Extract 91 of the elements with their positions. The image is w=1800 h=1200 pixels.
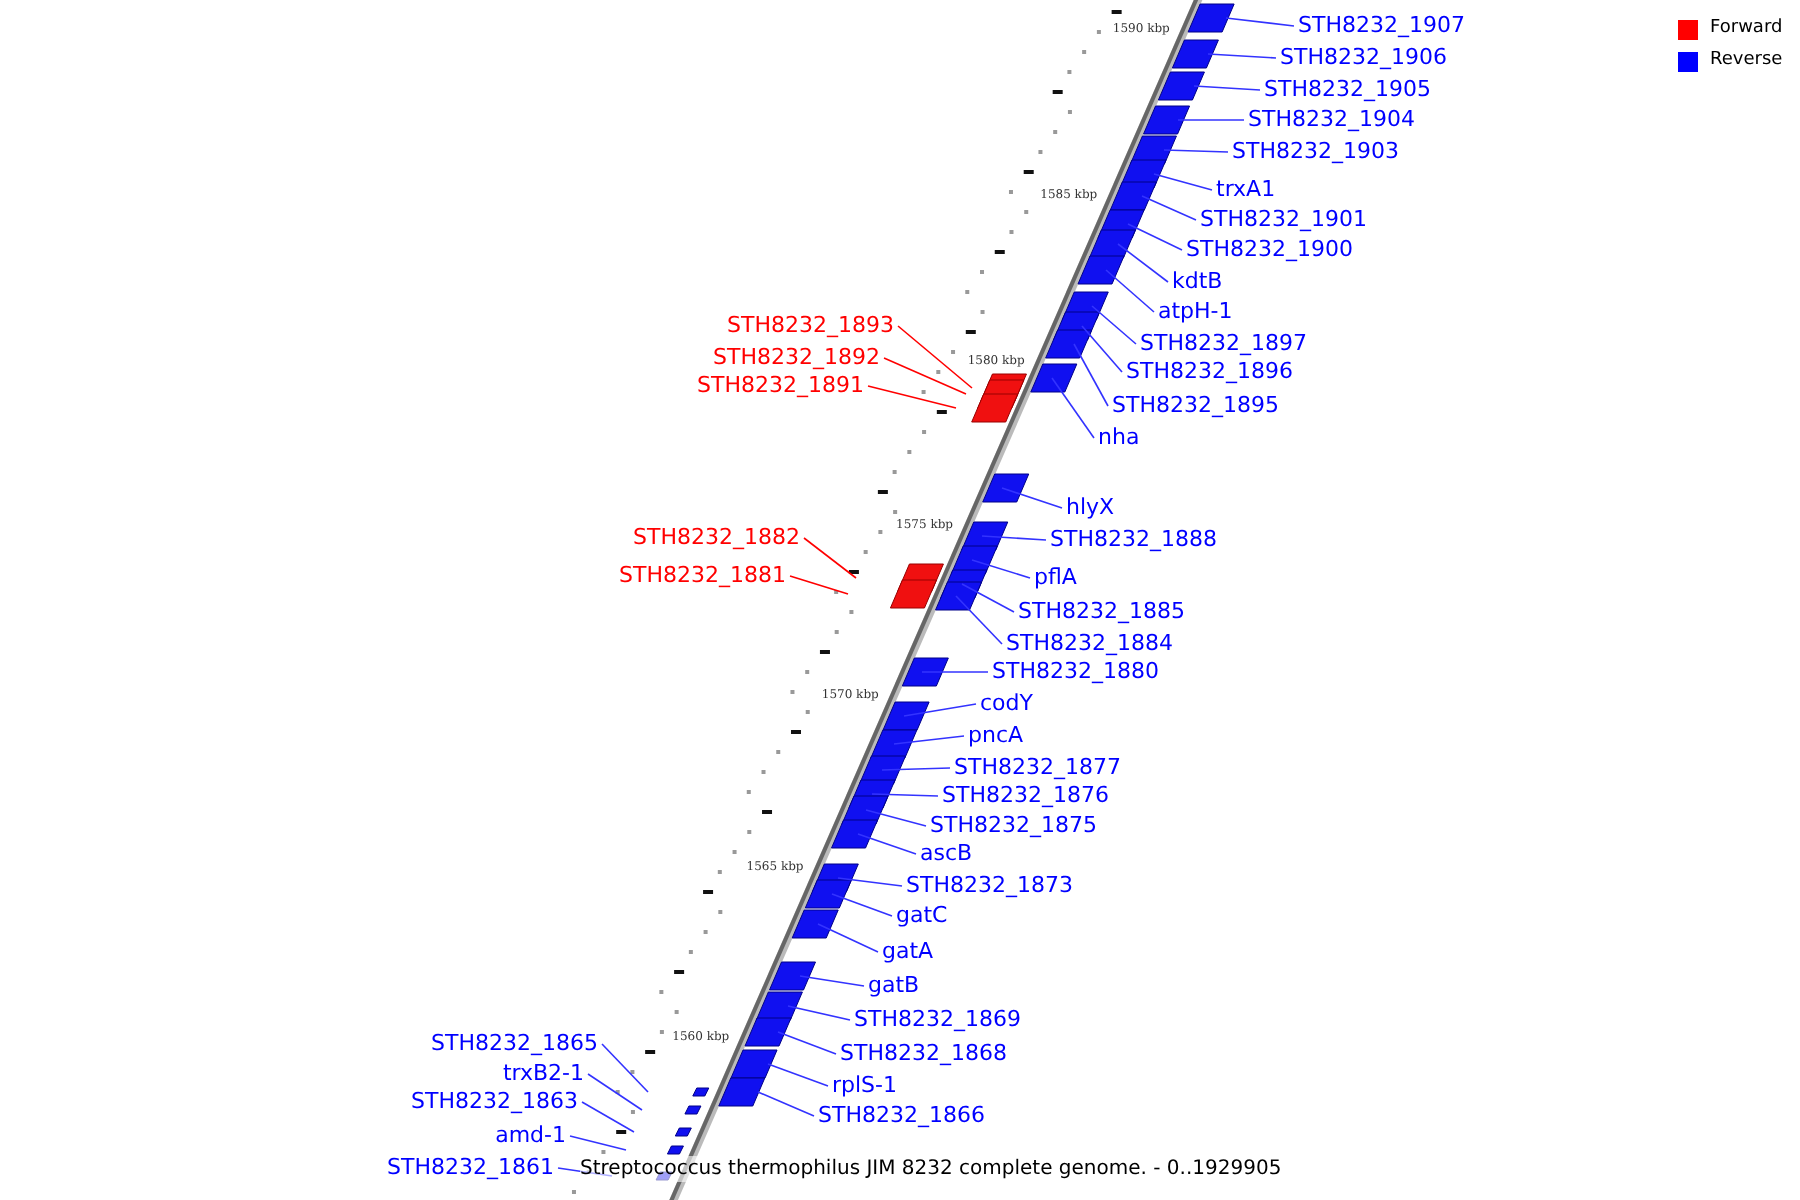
gene-label: STH8232_1895: [1112, 392, 1279, 418]
leader-line: [569, 1135, 627, 1151]
gene-label: STH8232_1865: [431, 1030, 598, 1056]
gene-label: STH8232_1897: [1140, 330, 1307, 356]
leader-line: [1105, 269, 1155, 313]
leader-line: [767, 1063, 829, 1087]
gene-label: STH8232_1884: [1006, 630, 1173, 656]
leader-line: [961, 583, 1015, 613]
legend-label: Reverse: [1710, 48, 1783, 74]
leader-line: [893, 735, 965, 745]
gene-label: STH8232_1888: [1050, 526, 1217, 552]
leader-line: [897, 325, 973, 389]
gene-label: STH8232_1868: [840, 1040, 1007, 1066]
gene-label: rplS-1: [832, 1072, 898, 1098]
leader-line: [587, 1073, 643, 1111]
leader-line: [1207, 53, 1277, 59]
gene-label: STH8232_1863: [411, 1088, 578, 1114]
leader-line: [1081, 325, 1123, 373]
leader-line: [1051, 377, 1095, 439]
gene-label: codY: [980, 690, 1033, 716]
leader-line: [757, 1091, 815, 1117]
leader-line: [903, 703, 977, 717]
leader-line: [831, 893, 893, 917]
gene-label: STH8232_1906: [1280, 44, 1447, 70]
gene-label: STH8232_1873: [906, 872, 1073, 898]
leader-line: [1163, 149, 1229, 153]
gene-label: STH8232_1905: [1264, 76, 1431, 102]
gene-label: gatC: [896, 902, 948, 928]
gene-label: STH8232_1880: [992, 658, 1159, 684]
gene-label: STH8232_1866: [818, 1102, 985, 1128]
leader-line: [789, 575, 849, 595]
leader-line: [881, 767, 951, 771]
legend-label: Forward: [1710, 16, 1783, 42]
leader-line: [1141, 195, 1197, 221]
leader-line: [803, 537, 857, 579]
leader-line: [971, 559, 1031, 579]
leader-line: [557, 1167, 613, 1177]
gene-label: STH8232_1892: [713, 344, 880, 370]
leader-line: [601, 1043, 649, 1093]
gene-label: STH8232_1901: [1200, 206, 1367, 232]
gene-label: STH8232_1896: [1126, 358, 1293, 384]
gene-label: STH8232_1904: [1248, 106, 1415, 132]
gene-label: hlyX: [1066, 494, 1115, 520]
gene-label: pflA: [1034, 564, 1077, 590]
leader-line: [955, 595, 1003, 645]
leader-line: [871, 793, 939, 797]
gene-label: STH8232_1876: [942, 782, 1109, 808]
gene-label: STH8232_1882: [633, 524, 800, 550]
leader-line: [1225, 17, 1295, 27]
gene-label: kdtB: [1172, 268, 1223, 294]
leader-line: [921, 671, 989, 673]
gene-label: STH8232_1903: [1232, 138, 1399, 164]
leader-line: [1127, 223, 1183, 251]
leader-line: [867, 385, 957, 409]
gene-label: gatA: [882, 938, 934, 964]
leader-line: [1001, 487, 1063, 509]
leader-line: [581, 1101, 635, 1133]
leader-line: [981, 535, 1047, 541]
gene-label: pncA: [968, 722, 1024, 748]
leader-line: [1153, 173, 1213, 191]
gene-label: gatB: [868, 972, 920, 998]
gene-label: STH8232_1875: [930, 812, 1097, 838]
leader-line: [1177, 119, 1245, 121]
leader-line: [787, 1005, 851, 1021]
gene-label: amd-1: [495, 1122, 566, 1148]
leader-line: [865, 809, 927, 827]
gene-label: STH8232_1881: [619, 562, 786, 588]
caption: Streptococcus thermophilus JIM 8232 complete genome. - 0..1929905: [580, 1156, 1282, 1182]
gene-label: STH8232_1891: [697, 372, 864, 398]
gene-label: STH8232_1885: [1018, 598, 1185, 624]
leader-line: [1091, 305, 1137, 345]
leader-line: [837, 877, 903, 887]
gene-label: atpH-1: [1158, 298, 1233, 324]
gene-label: ascB: [920, 840, 973, 866]
leader-line: [817, 923, 879, 953]
gene-label: STH8232_1900: [1186, 236, 1353, 262]
gene-label: STH8232_1893: [727, 312, 894, 338]
gene-label: trxA1: [1216, 176, 1276, 202]
gene-label: STH8232_1869: [854, 1006, 1021, 1032]
gene-label: trxB2-1: [502, 1060, 584, 1086]
leader-line: [799, 975, 865, 987]
leader-line: [1117, 243, 1169, 283]
gene-label: STH8232_1907: [1298, 12, 1465, 38]
gene-label: STH8232_1861: [387, 1154, 554, 1180]
leader-line: [857, 833, 917, 855]
leader-line: [883, 357, 967, 395]
leader-line: [777, 1031, 837, 1055]
gene-label: nha: [1098, 424, 1140, 450]
gene-label: STH8232_1877: [954, 754, 1121, 780]
leader-line: [1073, 343, 1109, 407]
leader-line: [1193, 85, 1261, 91]
